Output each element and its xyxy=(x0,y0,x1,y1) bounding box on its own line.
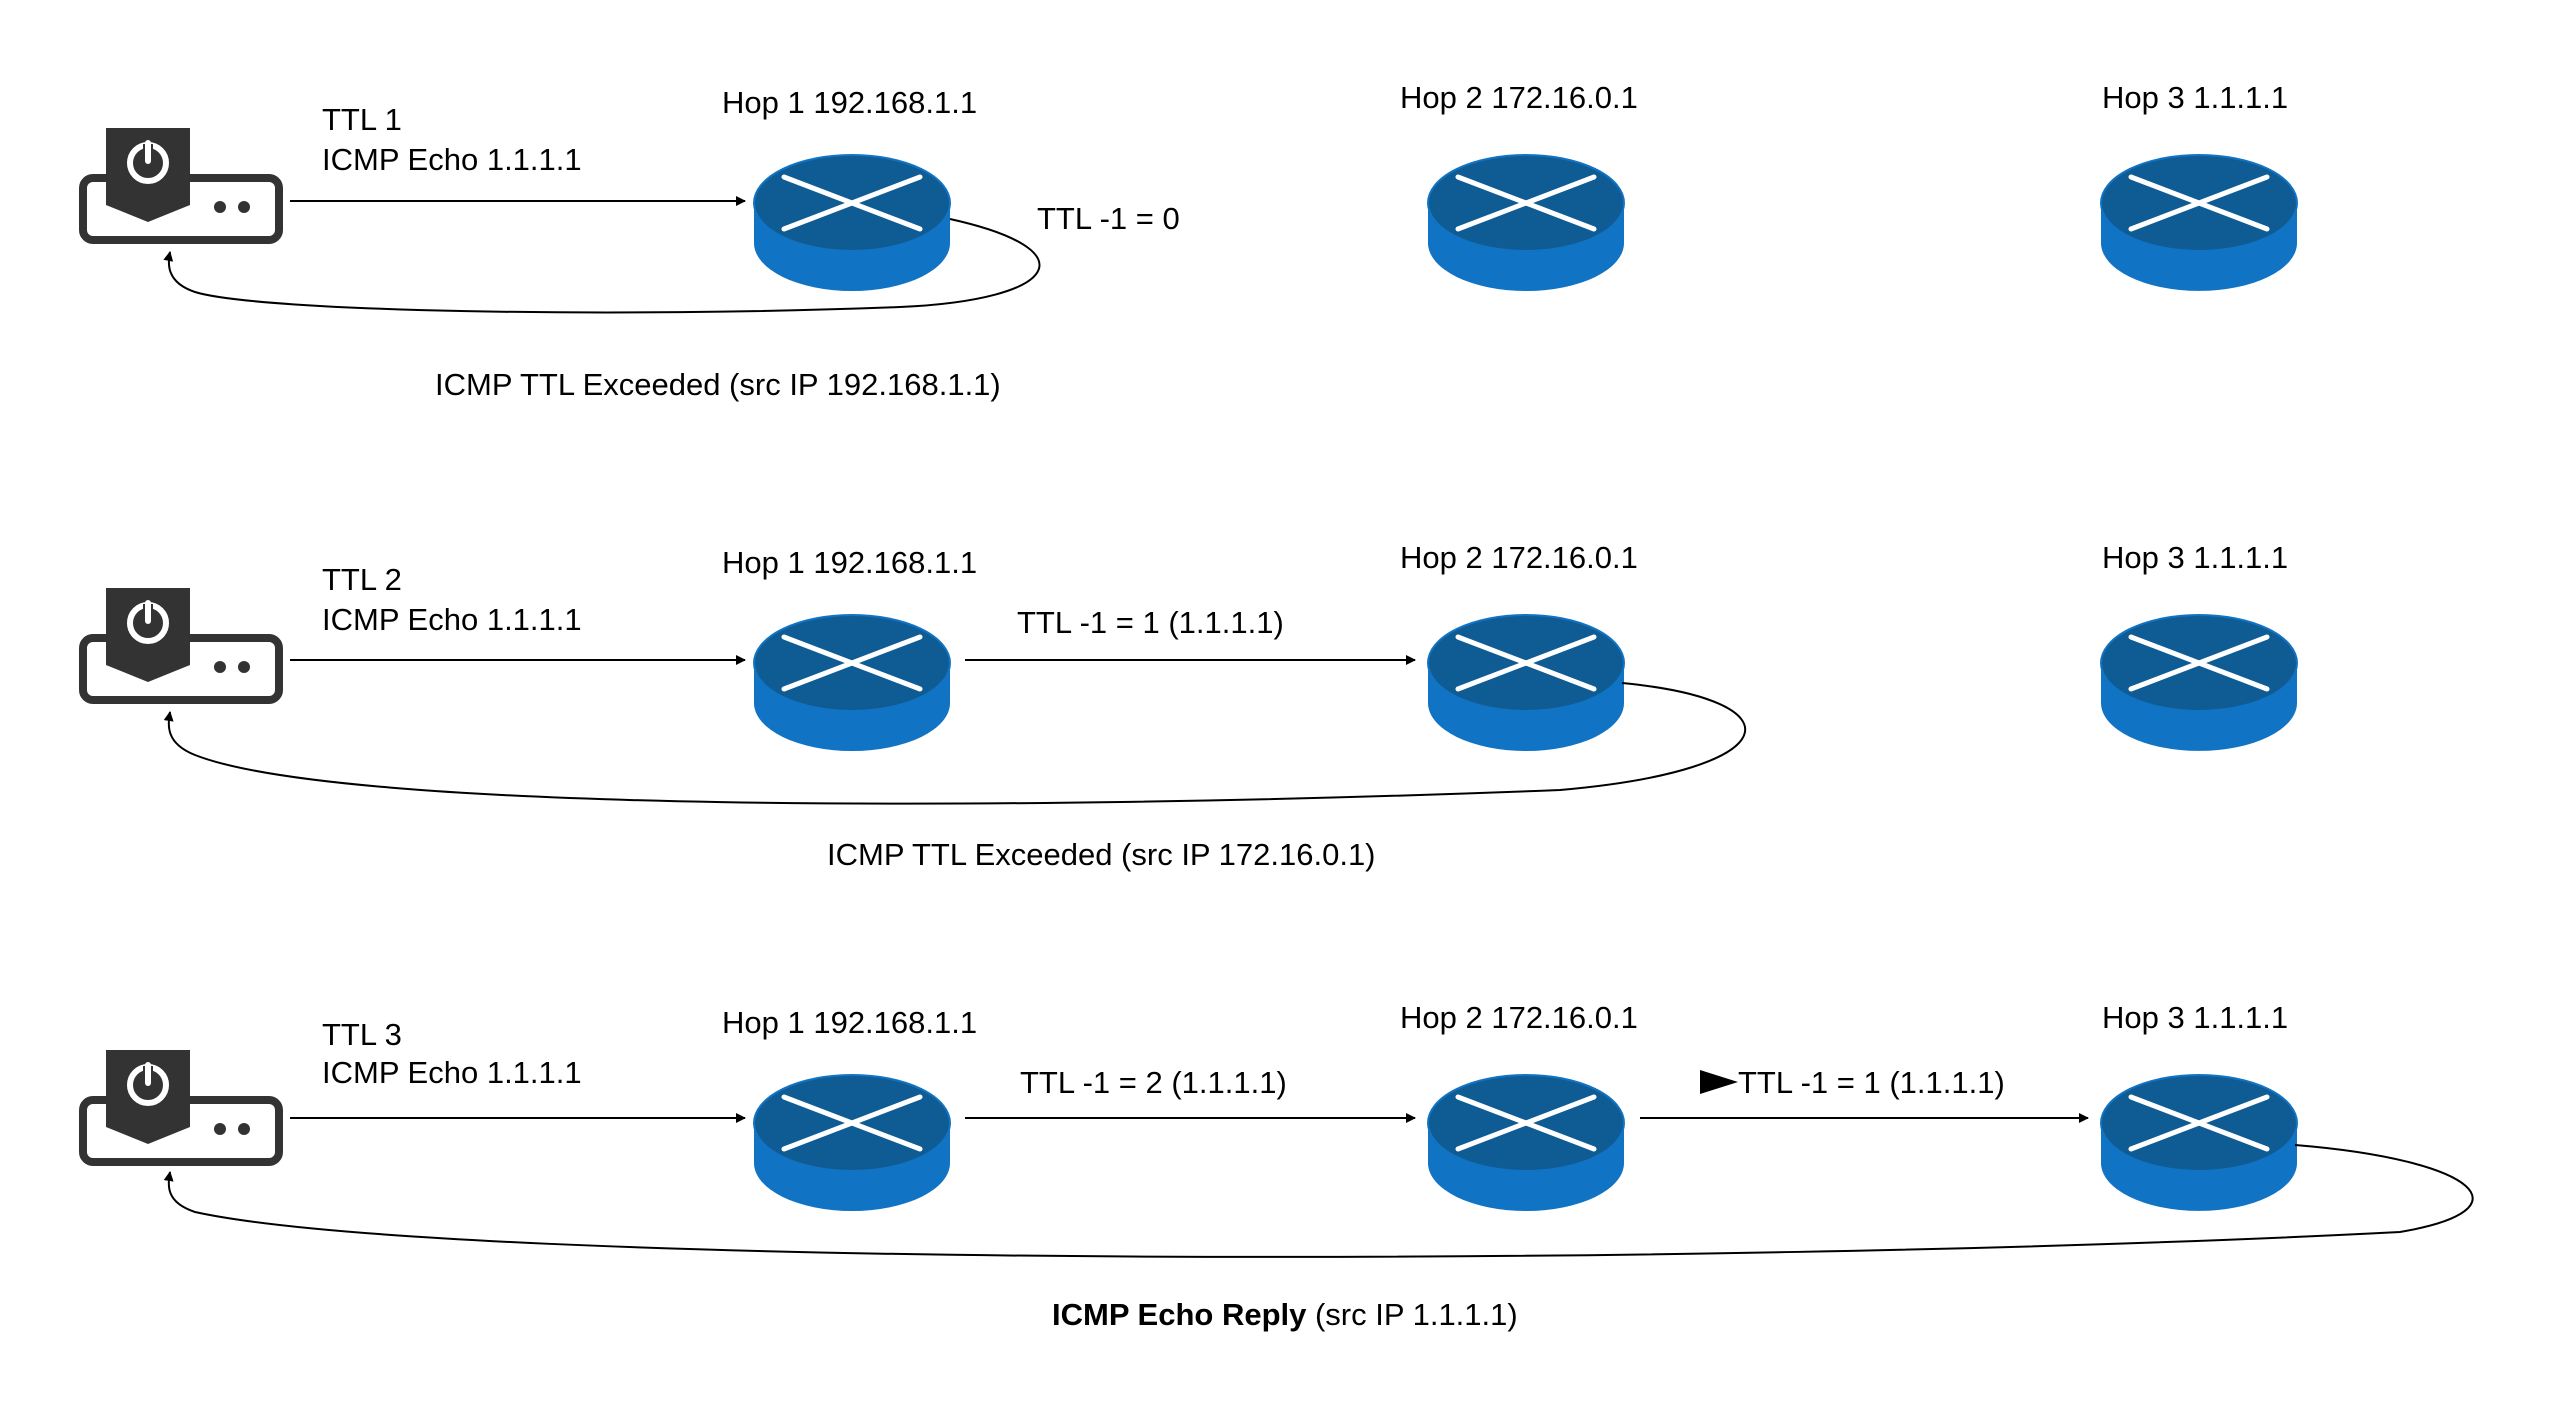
router-icon xyxy=(1427,614,1625,751)
reply-label-rest: ICMP TTL Exceeded (src IP 172.16.0.1) xyxy=(827,837,1376,872)
router-icon xyxy=(753,1074,951,1211)
forward-label-arrow-icon xyxy=(1700,1070,1738,1094)
router-icon xyxy=(1427,1074,1625,1211)
router-icon xyxy=(2100,1074,2298,1211)
row-3: TTL 3 ICMP Echo 1.1.1.1 Hop 1 192.168.1.… xyxy=(79,1000,2474,1332)
hop-3-label: Hop 3 1.1.1.1 xyxy=(2102,540,2288,575)
host-device-icon xyxy=(79,128,283,244)
hop-1-label: Hop 1 192.168.1.1 xyxy=(722,545,977,580)
reply-arrow xyxy=(163,682,1747,805)
reply-label: ICMP TTL Exceeded (src IP 192.168.1.1) xyxy=(435,367,1001,402)
send-echo-label: ICMP Echo 1.1.1.1 xyxy=(322,602,582,637)
hop-1-label: Hop 1 192.168.1.1 xyxy=(722,1005,977,1040)
send-echo-label: ICMP Echo 1.1.1.1 xyxy=(322,142,582,177)
forward-label: TTL -1 = 0 xyxy=(1037,201,1180,236)
send-echo-label: ICMP Echo 1.1.1.1 xyxy=(322,1055,582,1090)
hop-2-label: Hop 2 172.16.0.1 xyxy=(1400,80,1638,115)
router-icon xyxy=(1427,154,1625,291)
reply-label: ICMP Echo Reply (src IP 1.1.1.1) xyxy=(1052,1297,1518,1332)
send-ttl-label: TTL 1 xyxy=(322,102,402,137)
row-2: TTL 2 ICMP Echo 1.1.1.1 Hop 1 192.168.1.… xyxy=(79,540,2298,872)
forward-label: TTL -1 = 1 (1.1.1.1) xyxy=(1738,1065,2005,1100)
reply-label-rest: (src IP 1.1.1.1) xyxy=(1306,1297,1517,1332)
hop-2-label: Hop 2 172.16.0.1 xyxy=(1400,540,1638,575)
reply-label: ICMP TTL Exceeded (src IP 172.16.0.1) xyxy=(827,837,1376,872)
host-device-icon xyxy=(79,1050,283,1166)
hop-3-label: Hop 3 1.1.1.1 xyxy=(2102,1000,2288,1035)
reply-arrow xyxy=(163,218,1041,314)
hop-2-label: Hop 2 172.16.0.1 xyxy=(1400,1000,1638,1035)
hop-3-label: Hop 3 1.1.1.1 xyxy=(2102,80,2288,115)
router-icon xyxy=(753,154,951,291)
reply-label-rest: ICMP TTL Exceeded (src IP 192.168.1.1) xyxy=(435,367,1001,402)
router-icon xyxy=(2100,614,2298,751)
send-ttl-label: TTL 2 xyxy=(322,562,402,597)
send-ttl-label: TTL 3 xyxy=(322,1017,402,1052)
forward-label: TTL -1 = 2 (1.1.1.1) xyxy=(1020,1065,1287,1100)
router-icon xyxy=(753,614,951,751)
router-icon xyxy=(2100,154,2298,291)
host-device-icon xyxy=(79,588,283,704)
hop-1-label: Hop 1 192.168.1.1 xyxy=(722,85,977,120)
reply-label-bold: ICMP Echo Reply xyxy=(1052,1297,1307,1332)
reply-arrow xyxy=(163,1144,2474,1258)
row-1: TTL 1 ICMP Echo 1.1.1.1 Hop 1 192.168.1.… xyxy=(79,80,2298,402)
forward-label: TTL -1 = 1 (1.1.1.1) xyxy=(1017,605,1284,640)
